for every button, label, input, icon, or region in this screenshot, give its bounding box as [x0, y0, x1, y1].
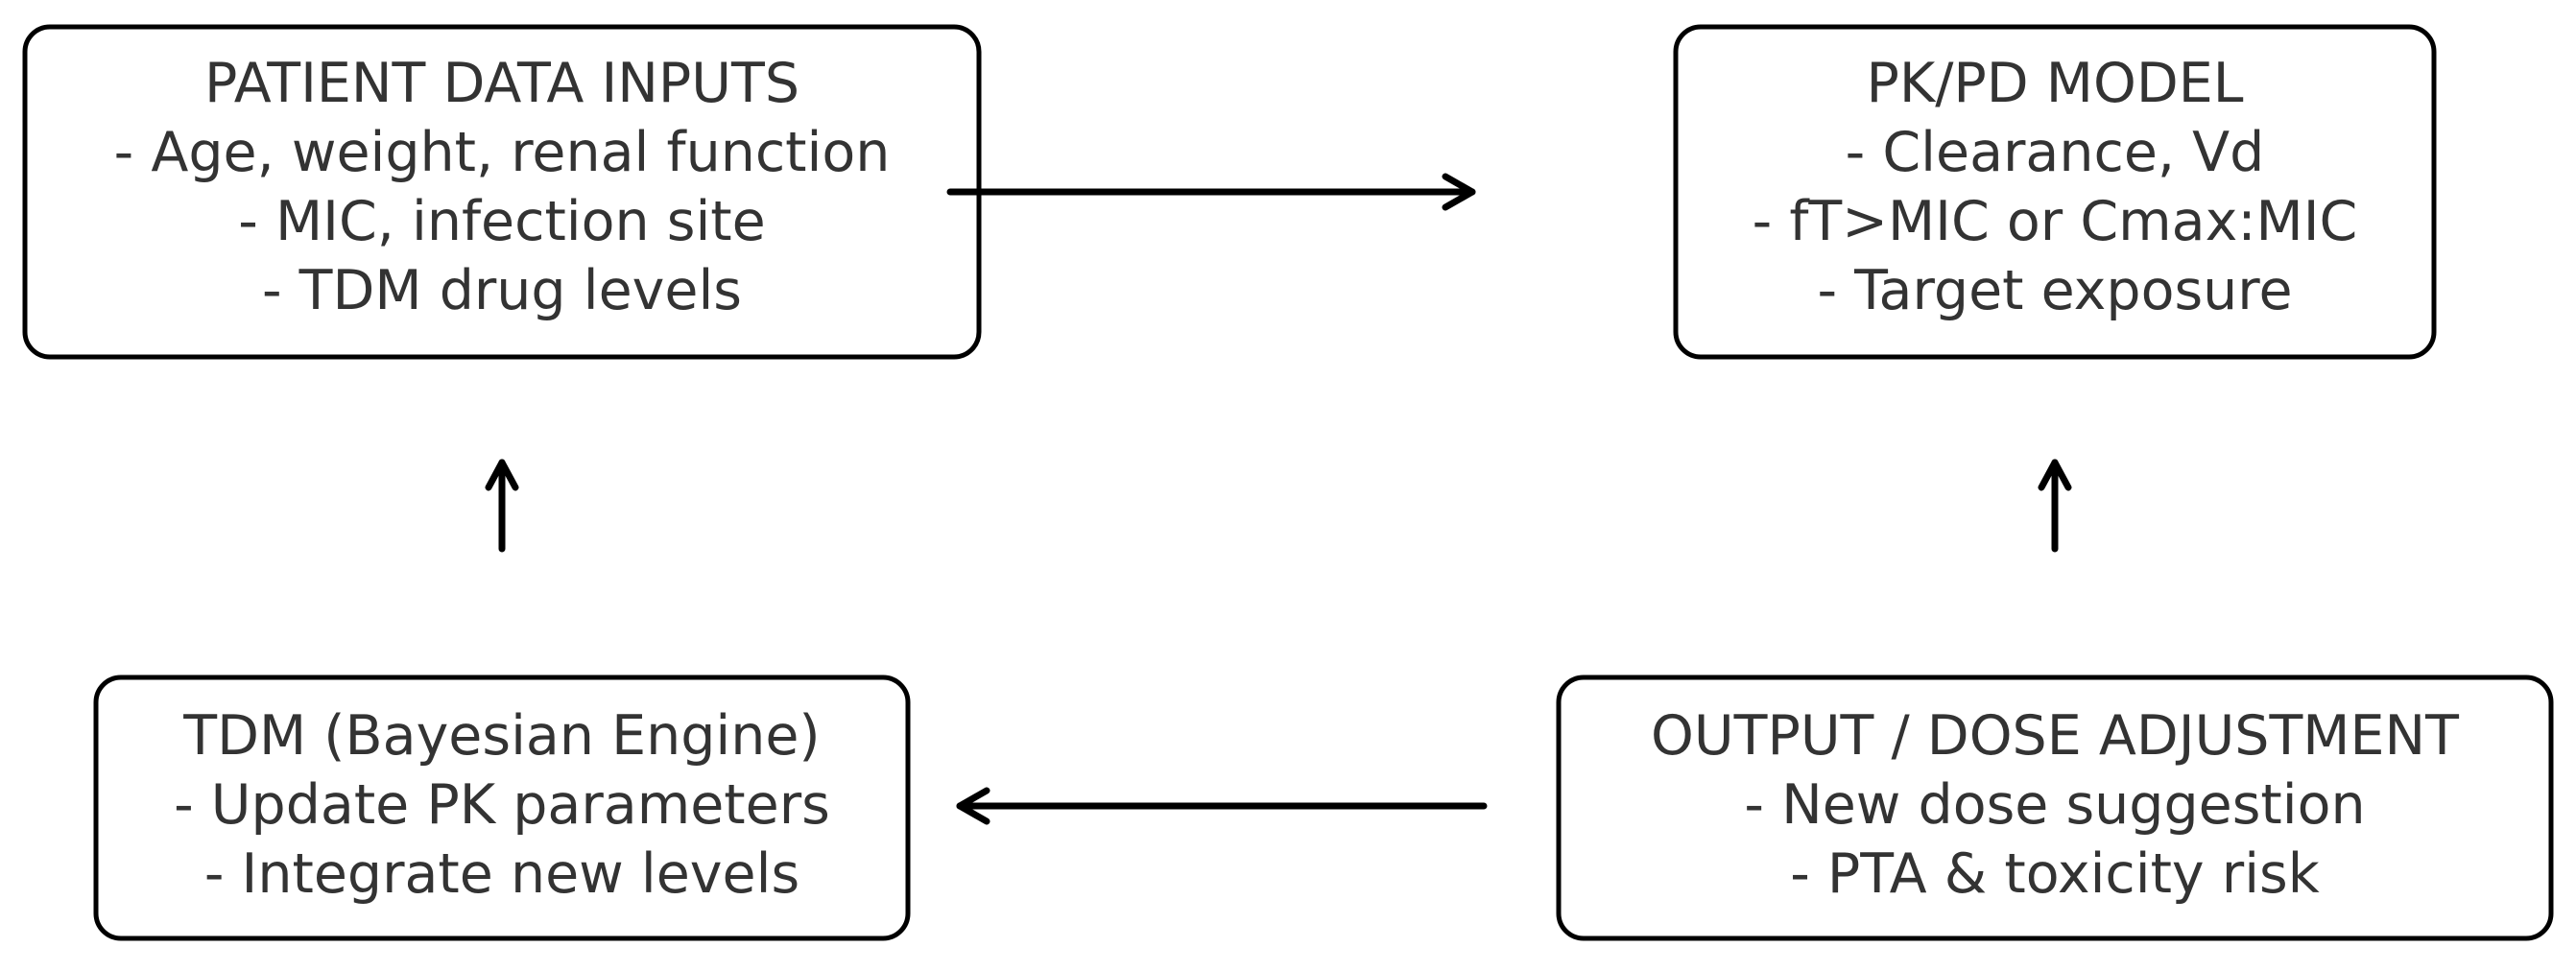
- node-pkpd-model: PK/PD MODEL - Clearance, Vd - fT>MIC or …: [1673, 24, 2437, 360]
- node-title: PATIENT DATA INPUTS: [204, 52, 799, 115]
- node-output-dose-adjustment: OUTPUT / DOSE ADJUSTMENT - New dose sugg…: [1556, 675, 2554, 941]
- node-line: - Update PK parameters: [174, 773, 830, 837]
- node-line: - New dose suggestion: [1744, 773, 2365, 837]
- node-title: OUTPUT / DOSE ADJUSTMENT: [1651, 704, 2459, 768]
- node-line: - MIC, infection site: [238, 190, 765, 253]
- node-line: - Integrate new levels: [204, 842, 799, 906]
- node-box: [1556, 675, 2554, 941]
- node-title: PK/PD MODEL: [1866, 52, 2243, 115]
- node-tdm-engine: TDM (Bayesian Engine) - Update PK parame…: [93, 675, 911, 941]
- node-line: - Age, weight, renal function: [114, 121, 891, 184]
- node-box: [1673, 24, 2437, 360]
- node-line: - fT>MIC or Cmax:MIC: [1753, 190, 2358, 253]
- arrow-inputs-to-model: [946, 173, 1476, 211]
- node-box: [93, 675, 911, 941]
- node-line: - Target exposure: [1817, 259, 2292, 322]
- arrow-output-to-tdm: [956, 787, 1488, 825]
- node-line: - PTA & toxicity risk: [1790, 842, 2320, 906]
- node-line: - Clearance, Vd: [1846, 121, 2265, 184]
- node-line: - TDM drug levels: [262, 259, 742, 322]
- node-patient-data-inputs: PATIENT DATA INPUTS - Age, weight, renal…: [22, 24, 982, 360]
- arrow-up-to-inputs: [485, 459, 519, 553]
- node-title: TDM (Bayesian Engine): [182, 704, 820, 768]
- arrow-up-to-model: [2038, 459, 2072, 553]
